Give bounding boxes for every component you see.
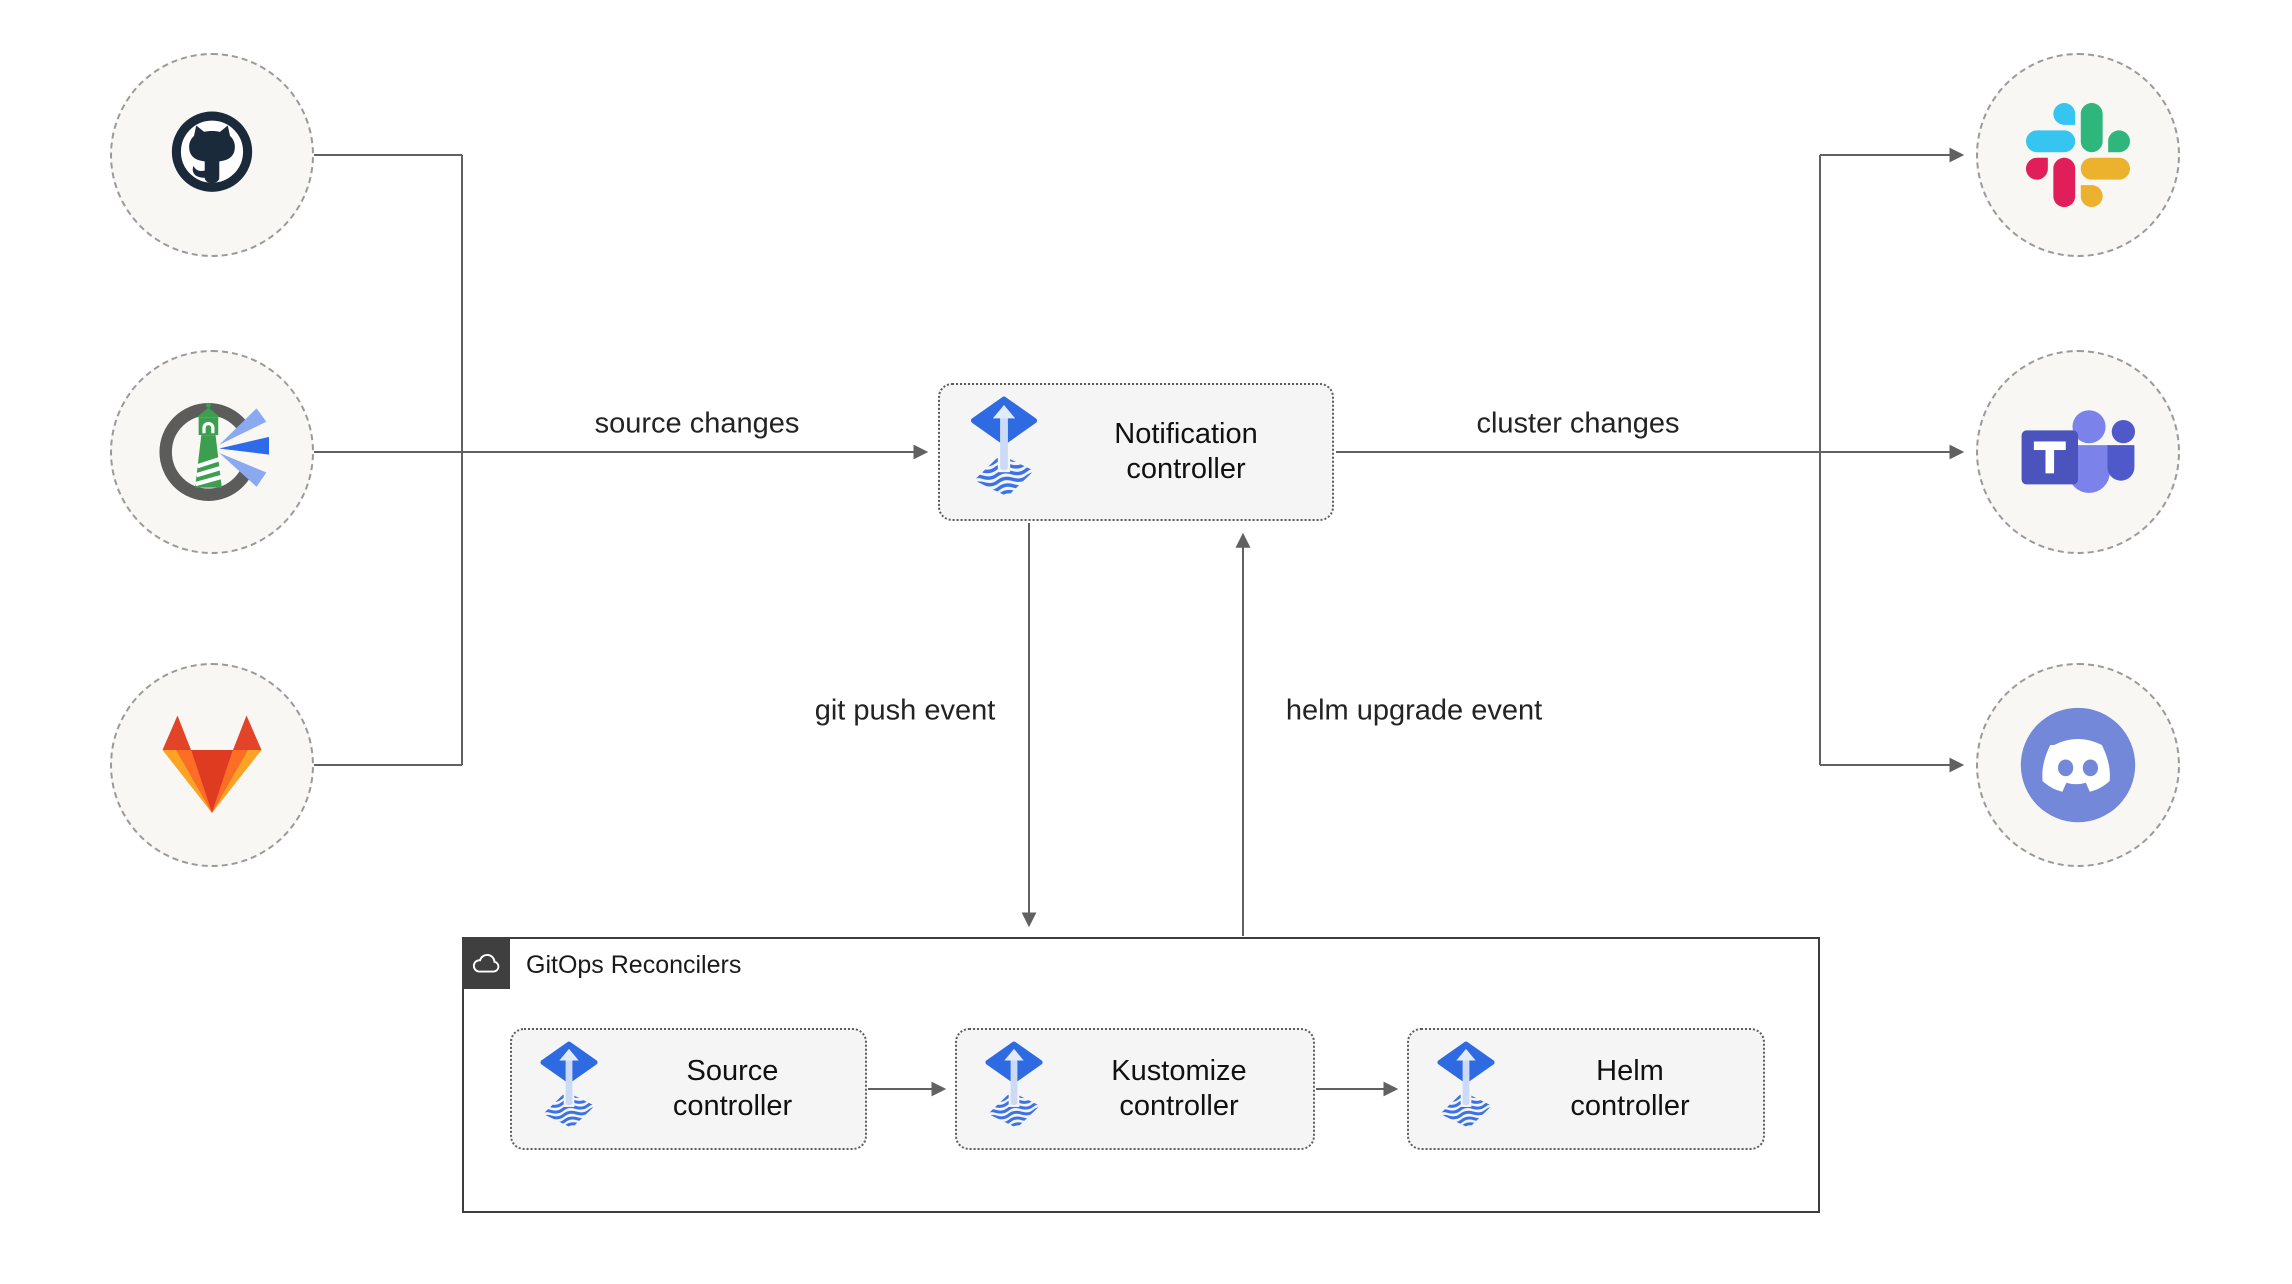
kustomize-controller-node: Kustomize controller (955, 1028, 1315, 1150)
source-controller-node: Source controller (510, 1028, 867, 1150)
teams-icon (2021, 409, 2136, 493)
helm-controller-node: Helm controller (1407, 1028, 1765, 1150)
gitops-reconcilers-container: GitOps Reconcilers (462, 937, 1820, 1213)
cloud-icon (462, 937, 510, 989)
source-controller-label: Source controller (672, 1054, 793, 1122)
github-icon (171, 111, 253, 192)
notification-controller-node: Notification controller (938, 383, 1334, 521)
harbor-icon (159, 402, 269, 501)
edge-label-git-push-event: git push event (814, 694, 996, 727)
slack-icon (2026, 103, 2130, 207)
teams-node (1976, 350, 2180, 554)
kustomize-controller-label: Kustomize controller (1111, 1054, 1247, 1122)
flux-icon (985, 1041, 1043, 1132)
gitops-reconcilers-title: GitOps Reconcilers (526, 950, 742, 979)
flux-icon (970, 396, 1038, 502)
edge-label-helm-upgrade-event: helm upgrade event (1285, 694, 1543, 727)
discord-icon (2020, 707, 2136, 823)
edge-label-source-changes: source changes (594, 407, 800, 440)
notification-controller-label: Notification controller (1114, 417, 1258, 485)
gitlab-icon (162, 715, 262, 813)
helm-controller-label: Helm controller (1570, 1054, 1690, 1122)
slack-node (1976, 53, 2180, 257)
edge-label-cluster-changes: cluster changes (1476, 407, 1680, 440)
discord-node (1976, 663, 2180, 867)
flux-icon (1437, 1041, 1495, 1132)
github-node (110, 53, 314, 257)
gitlab-node (110, 663, 314, 867)
flux-icon (540, 1041, 598, 1132)
harbor-node (110, 350, 314, 554)
